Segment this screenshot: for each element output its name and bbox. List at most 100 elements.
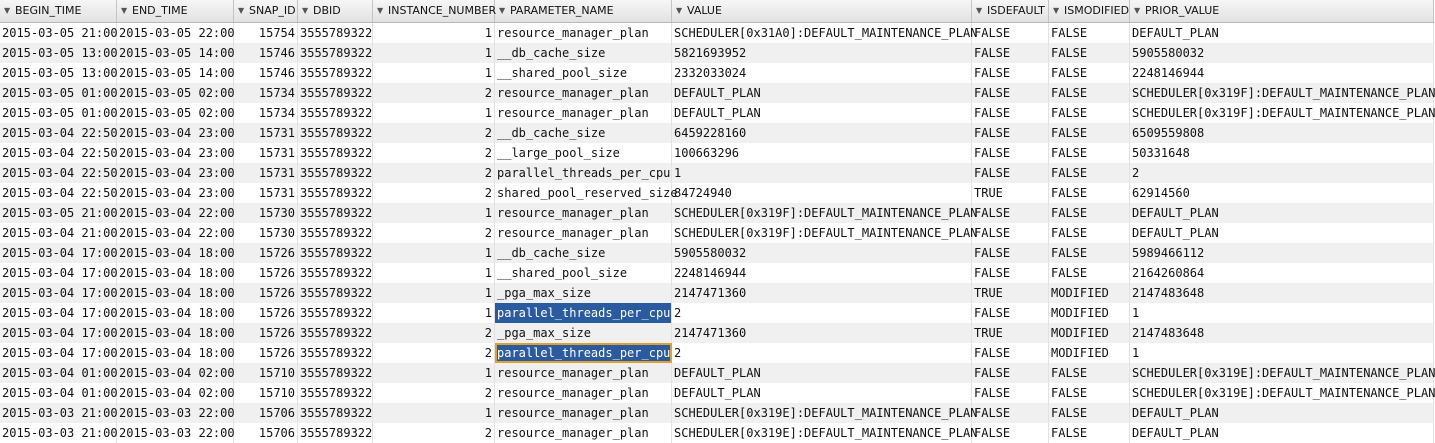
cell-ismodified[interactable]: FALSE [1049, 423, 1130, 443]
cell-ismodified[interactable]: MODIFIED [1049, 323, 1130, 343]
cell-snap-id[interactable]: 15730 [234, 223, 298, 243]
column-header-snap-id[interactable]: ▼SNAP_ID [234, 0, 298, 22]
cell-snap-id[interactable]: 15726 [234, 323, 298, 343]
cell-isdefault[interactable]: TRUE [972, 183, 1049, 203]
cell-snap-id[interactable]: 15726 [234, 283, 298, 303]
cell-begin-time[interactable]: 2015-03-03 21:00 [0, 403, 118, 423]
cell-parameter-name[interactable]: parallel_threads_per_cpu [495, 163, 672, 183]
cell-prior-value[interactable]: 1 [1130, 303, 1434, 323]
cell-parameter-name[interactable]: __db_cache_size [495, 123, 672, 143]
cell-instance-number[interactable]: 1 [373, 63, 495, 83]
column-header-prior-value[interactable]: ▼PRIOR_VALUE [1130, 0, 1434, 22]
cell-isdefault[interactable]: FALSE [972, 23, 1049, 43]
cell-ismodified[interactable]: FALSE [1049, 403, 1130, 423]
cell-snap-id[interactable]: 15731 [234, 143, 298, 163]
cell-parameter-name[interactable]: resource_manager_plan [495, 383, 672, 403]
cell-parameter-name[interactable]: _pga_max_size [495, 323, 672, 343]
cell-end-time[interactable]: 2015-03-03 22:00 [117, 423, 235, 443]
cell-end-time[interactable]: 2015-03-04 18:00 [117, 283, 235, 303]
cell-value[interactable]: 2147471360 [672, 283, 972, 303]
cell-begin-time[interactable]: 2015-03-03 21:00 [0, 423, 118, 443]
cell-parameter-name[interactable]: resource_manager_plan [495, 403, 672, 423]
cell-value[interactable]: 2 [672, 303, 972, 323]
cell-snap-id[interactable]: 15730 [234, 203, 298, 223]
cell-parameter-name[interactable]: resource_manager_plan [495, 83, 672, 103]
cell-end-time[interactable]: 2015-03-04 22:00 [117, 223, 235, 243]
cell-prior-value[interactable]: DEFAULT_PLAN [1130, 423, 1434, 443]
cell-dbid[interactable]: 3555789322 [298, 23, 373, 43]
cell-dbid[interactable]: 3555789322 [298, 203, 373, 223]
cell-value[interactable]: SCHEDULER[0x319E]:DEFAULT_MAINTENANCE_PL… [672, 403, 977, 423]
cell-begin-time[interactable]: 2015-03-04 21:00 [0, 223, 118, 243]
cell-end-time[interactable]: 2015-03-04 23:00 [117, 143, 235, 163]
cell-end-time[interactable]: 2015-03-04 18:00 [117, 263, 235, 283]
cell-dbid[interactable]: 3555789322 [298, 223, 373, 243]
cell-parameter-name[interactable]: shared_pool_reserved_size [495, 183, 678, 203]
cell-prior-value[interactable]: SCHEDULER[0x319E]:DEFAULT_MAINTENANCE_PL… [1130, 383, 1435, 403]
cell-snap-id[interactable]: 15726 [234, 303, 298, 323]
cell-begin-time[interactable]: 2015-03-04 22:50 [0, 143, 118, 163]
cell-instance-number[interactable]: 1 [373, 243, 495, 263]
cell-begin-time[interactable]: 2015-03-05 21:00 [0, 23, 118, 43]
cell-prior-value[interactable]: 2147483648 [1130, 323, 1434, 343]
cell-isdefault[interactable]: FALSE [972, 383, 1049, 403]
cell-ismodified[interactable]: MODIFIED [1049, 283, 1130, 303]
column-header-end-time[interactable]: ▼END_TIME [117, 0, 234, 22]
cell-dbid[interactable]: 3555789322 [298, 43, 373, 63]
cell-ismodified[interactable]: FALSE [1049, 43, 1130, 63]
cell-value[interactable]: DEFAULT_PLAN [672, 363, 972, 383]
cell-end-time[interactable]: 2015-03-05 22:00 [117, 23, 235, 43]
column-header-ismodified[interactable]: ▼ISMODIFIED [1049, 0, 1130, 22]
cell-snap-id[interactable]: 15706 [234, 403, 298, 423]
cell-isdefault[interactable]: FALSE [972, 163, 1049, 183]
cell-begin-time[interactable]: 2015-03-04 17:00 [0, 303, 118, 323]
cell-prior-value[interactable]: DEFAULT_PLAN [1130, 403, 1434, 423]
cell-isdefault[interactable]: FALSE [972, 63, 1049, 83]
cell-dbid[interactable]: 3555789322 [298, 343, 373, 363]
cell-end-time[interactable]: 2015-03-04 02:00 [117, 383, 235, 403]
cell-begin-time[interactable]: 2015-03-04 22:50 [0, 163, 118, 183]
cell-ismodified[interactable]: FALSE [1049, 103, 1130, 123]
cell-end-time[interactable]: 2015-03-05 14:00 [117, 43, 235, 63]
cell-instance-number[interactable]: 2 [373, 423, 495, 443]
cell-parameter-name[interactable]: _pga_max_size [495, 283, 672, 303]
cell-instance-number[interactable]: 2 [373, 83, 495, 103]
cell-value[interactable]: SCHEDULER[0x31A0]:DEFAULT_MAINTENANCE_PL… [672, 23, 977, 43]
cell-snap-id[interactable]: 15726 [234, 263, 298, 283]
cell-instance-number[interactable]: 1 [373, 43, 495, 63]
cell-begin-time[interactable]: 2015-03-04 01:00 [0, 363, 118, 383]
cell-prior-value[interactable]: 2164260864 [1130, 263, 1434, 283]
cell-begin-time[interactable]: 2015-03-04 01:00 [0, 383, 118, 403]
cell-end-time[interactable]: 2015-03-04 22:00 [117, 203, 235, 223]
cell-parameter-name[interactable]: parallel_threads_per_cpu [495, 303, 672, 323]
column-header-isdefault[interactable]: ▼ISDEFAULT [972, 0, 1049, 22]
column-header-value[interactable]: ▼VALUE [672, 0, 972, 22]
cell-dbid[interactable]: 3555789322 [298, 143, 373, 163]
cell-snap-id[interactable]: 15734 [234, 83, 298, 103]
cell-dbid[interactable]: 3555789322 [298, 63, 373, 83]
cell-begin-time[interactable]: 2015-03-05 01:00 [0, 103, 118, 123]
cell-value[interactable]: 2147471360 [672, 323, 972, 343]
cell-dbid[interactable]: 3555789322 [298, 103, 373, 123]
cell-end-time[interactable]: 2015-03-04 18:00 [117, 303, 235, 323]
cell-begin-time[interactable]: 2015-03-04 17:00 [0, 243, 118, 263]
cell-instance-number[interactable]: 2 [373, 383, 495, 403]
cell-dbid[interactable]: 3555789322 [298, 283, 373, 303]
cell-instance-number[interactable]: 2 [373, 183, 495, 203]
cell-prior-value[interactable]: 50331648 [1130, 143, 1434, 163]
cell-instance-number[interactable]: 1 [373, 23, 495, 43]
cell-snap-id[interactable]: 15706 [234, 423, 298, 443]
cell-begin-time[interactable]: 2015-03-04 22:50 [0, 183, 118, 203]
cell-ismodified[interactable]: FALSE [1049, 263, 1130, 283]
cell-value[interactable]: 6459228160 [672, 123, 972, 143]
cell-isdefault[interactable]: FALSE [972, 43, 1049, 63]
cell-begin-time[interactable]: 2015-03-04 17:00 [0, 283, 118, 303]
cell-prior-value[interactable]: 2248146944 [1130, 63, 1434, 83]
cell-instance-number[interactable]: 2 [373, 223, 495, 243]
